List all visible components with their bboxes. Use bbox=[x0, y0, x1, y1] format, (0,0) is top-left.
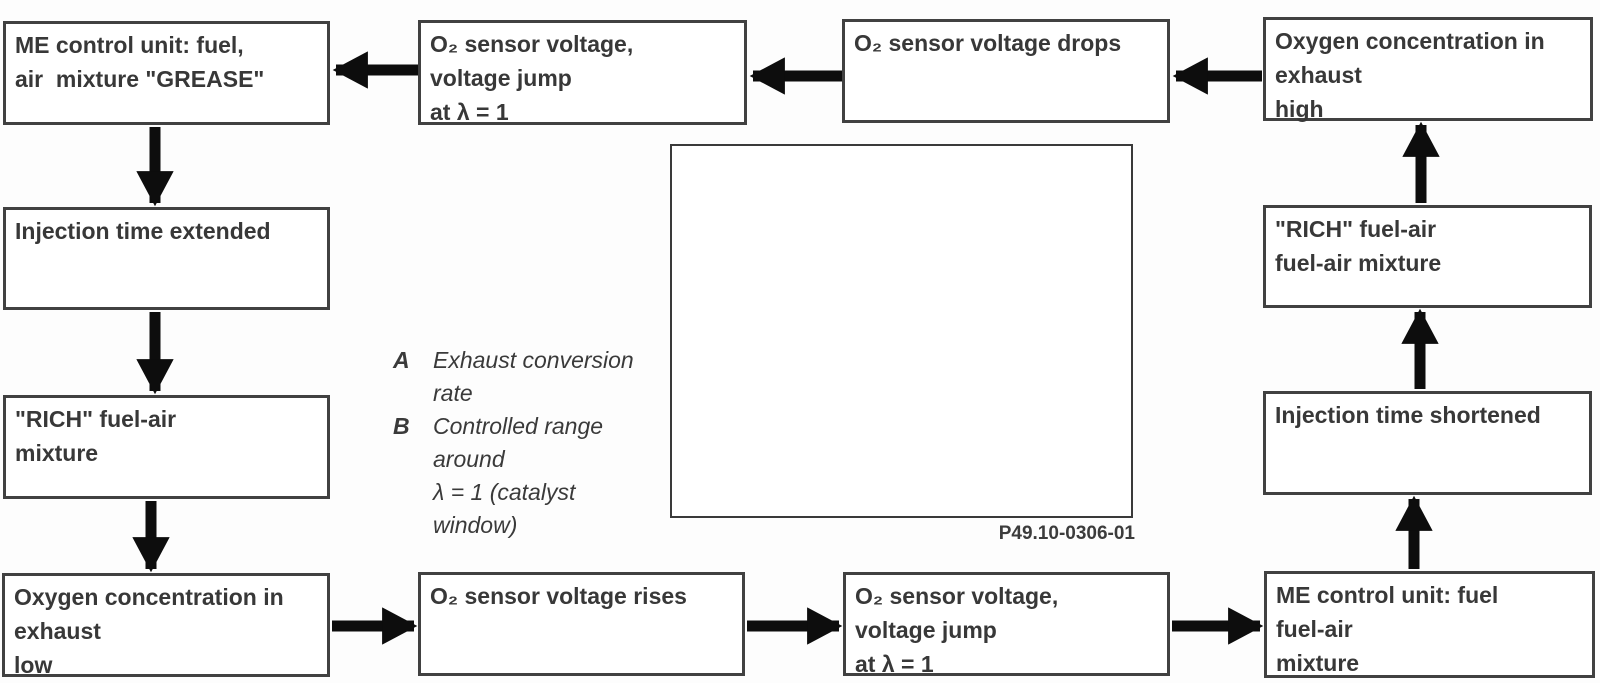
box-text-line: mixture bbox=[15, 440, 99, 466]
legend-text: λ = 1 (catalyst bbox=[433, 479, 576, 505]
box-text-line: voltage jump bbox=[855, 617, 997, 643]
box-text-line: O₂ sensor voltage, bbox=[855, 583, 1059, 609]
box-text-line: air mixture "GREASE" bbox=[15, 66, 265, 92]
box-injection-time-extended: Injection time extended bbox=[3, 207, 330, 310]
box-o2-voltage-jump-bottom: O₂ sensor voltage, voltage jump at λ = 1 bbox=[843, 572, 1170, 677]
box-text-line: at λ = 1 bbox=[430, 99, 509, 125]
legend-key-b: B bbox=[393, 413, 410, 439]
legend-text: Exhaust conversion bbox=[433, 347, 634, 373]
box-text-line: exhaust bbox=[14, 618, 101, 644]
legend-key bbox=[393, 443, 433, 476]
box-text-line: ME control unit: fuel bbox=[1276, 582, 1499, 608]
box-text-line: voltage jump bbox=[430, 65, 572, 91]
box-me-control-unit-lean: ME control unit: fuel, air mixture "GREA… bbox=[3, 21, 330, 125]
box-text-line: Injection time extended bbox=[15, 218, 271, 244]
box-text-line: fuel-air mixture bbox=[1275, 250, 1442, 276]
legend-text: rate bbox=[433, 380, 473, 406]
box-text-line: fuel-air bbox=[1276, 616, 1353, 642]
legend-key bbox=[393, 377, 433, 410]
legend-text: window) bbox=[433, 512, 518, 538]
box-o2-voltage-drops: O₂ sensor voltage drops bbox=[842, 19, 1170, 123]
box-injection-time-shortened: Injection time shortened bbox=[1263, 391, 1592, 495]
box-oxygen-concentration-low: Oxygen concentration in exhaust low bbox=[2, 573, 330, 678]
box-text-line: Oxygen concentration in bbox=[1275, 28, 1545, 54]
legend-key-a: A bbox=[393, 347, 410, 373]
legend: A Exhaust conversion rate B Controlled r… bbox=[393, 344, 693, 542]
box-me-control-unit-rich: ME control unit: fuel fuel-air mixture bbox=[1264, 571, 1595, 678]
box-text-line: O₂ sensor voltage drops bbox=[854, 30, 1122, 56]
box-text-line: at λ = 1 bbox=[855, 651, 934, 677]
box-text-line: "RICH" fuel-air bbox=[15, 406, 177, 432]
box-text-line: O₂ sensor voltage rises bbox=[430, 583, 687, 609]
box-text-line: exhaust bbox=[1275, 62, 1362, 88]
box-text-line: mixture bbox=[1276, 650, 1360, 676]
box-text-line: Oxygen concentration in bbox=[14, 584, 284, 610]
box-text-line: "RICH" fuel-air bbox=[1275, 216, 1437, 242]
box-text-line: O₂ sensor voltage, bbox=[430, 31, 634, 57]
legend-text: around bbox=[433, 446, 505, 472]
box-oxygen-concentration-high: Oxygen concentration in exhaust high bbox=[1263, 17, 1593, 122]
box-text-line: high bbox=[1275, 96, 1324, 122]
legend-key bbox=[393, 509, 433, 542]
legend-key bbox=[393, 476, 433, 509]
box-text-line: low bbox=[14, 652, 53, 678]
box-text-line: ME control unit: fuel, bbox=[15, 32, 244, 58]
box-rich-fuel-air-mixture-left: "RICH" fuel-air mixture bbox=[3, 395, 330, 499]
box-text-line: Injection time shortened bbox=[1275, 402, 1541, 428]
center-chart-placeholder-box bbox=[670, 144, 1133, 518]
part-number-label: P49.10-0306-01 bbox=[998, 523, 1135, 544]
box-o2-voltage-jump-top: O₂ sensor voltage, voltage jump at λ = 1 bbox=[418, 20, 747, 125]
box-rich-fuel-air-mixture-right: "RICH" fuel-air fuel-air mixture bbox=[1263, 205, 1592, 308]
legend-text: Controlled range bbox=[433, 413, 604, 439]
box-o2-voltage-rises: O₂ sensor voltage rises bbox=[418, 572, 745, 676]
